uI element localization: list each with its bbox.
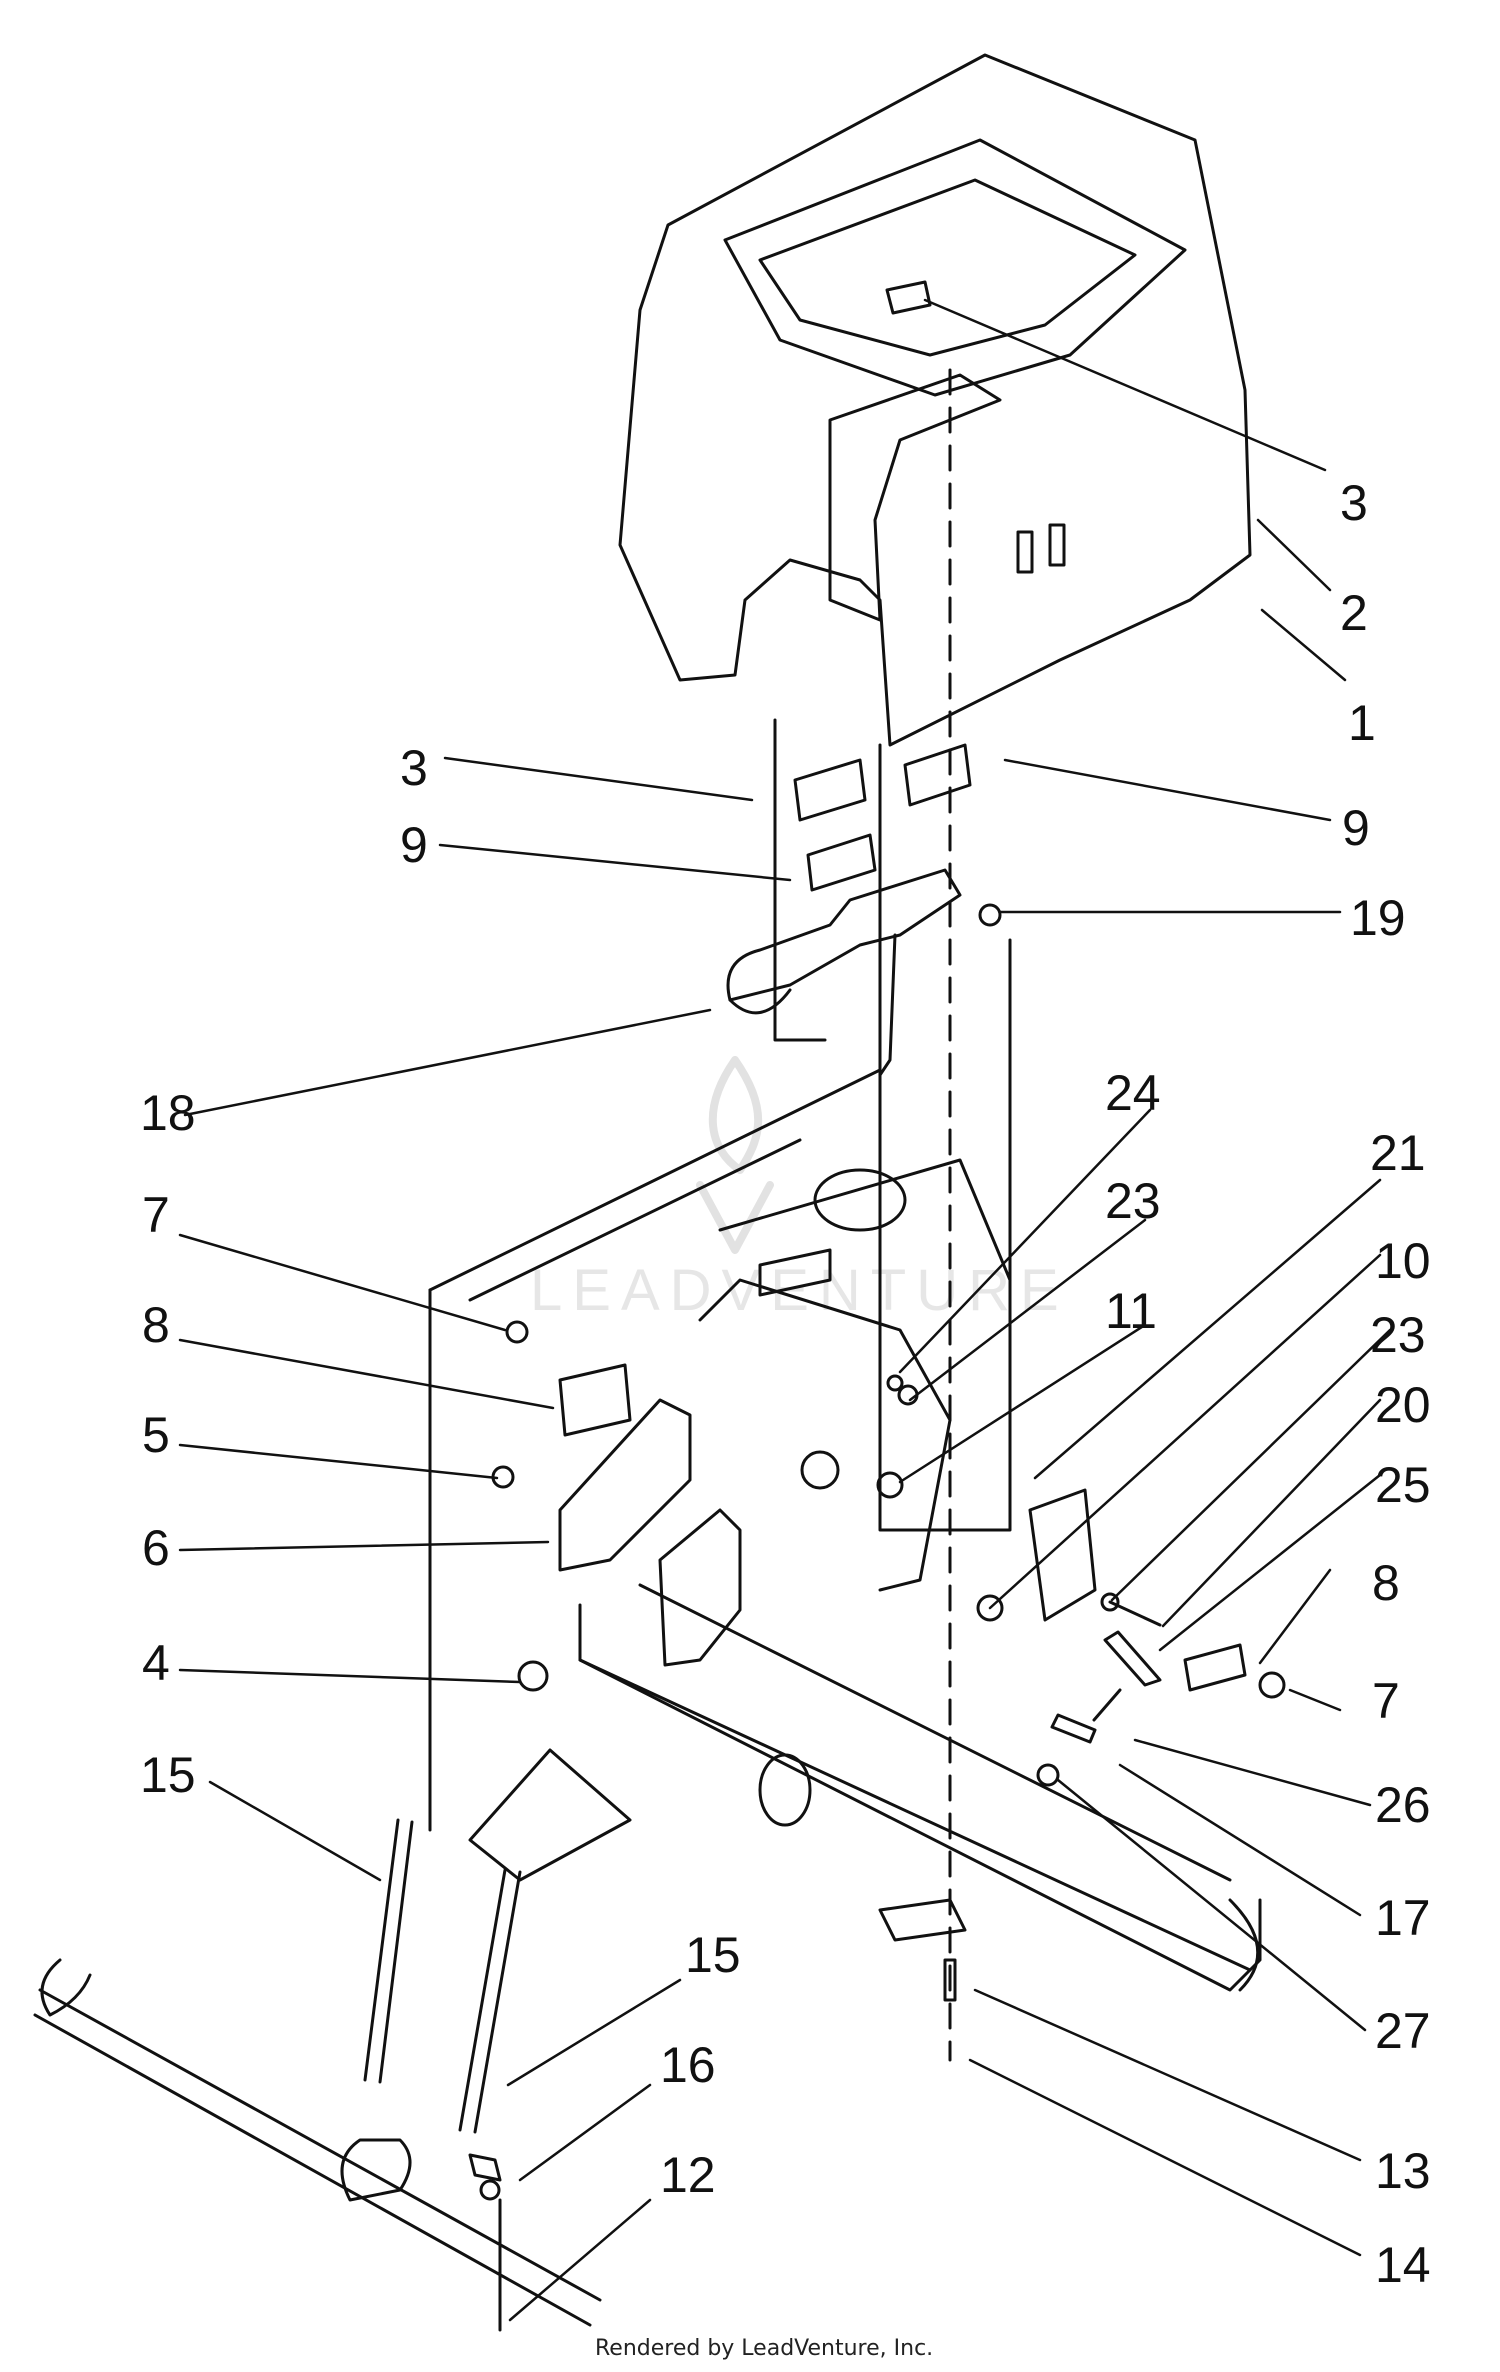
callout-23-lower: 23 <box>1370 1307 1426 1363</box>
callout-labels: 3 2 1 3 9 9 19 18 24 23 21 10 23 11 20 2… <box>140 475 1431 2293</box>
callout-18: 18 <box>140 1085 196 1141</box>
callout-9-left: 9 <box>400 817 428 873</box>
callout-26: 26 <box>1375 1777 1431 1833</box>
console-cover <box>618 53 1252 2062</box>
callout-10: 10 <box>1375 1233 1431 1289</box>
links-and-rod <box>33 1818 602 2327</box>
callout-14: 14 <box>1375 2237 1431 2293</box>
callout-21: 21 <box>1370 1125 1426 1181</box>
callout-1: 1 <box>1348 695 1376 751</box>
callout-2: 2 <box>1340 585 1368 641</box>
callout-20: 20 <box>1375 1377 1431 1433</box>
callout-4: 4 <box>142 1635 170 1691</box>
callout-7-left: 7 <box>142 1187 170 1243</box>
callout-6: 6 <box>142 1520 170 1576</box>
base-channel <box>468 1583 1262 1992</box>
brackets-3-9-lower <box>793 743 972 892</box>
bracket-3-top <box>885 280 932 315</box>
watermark-logo <box>696 1056 774 1254</box>
frame-panel <box>428 1068 1012 1832</box>
callout-3-top: 3 <box>1340 475 1368 531</box>
callout-24: 24 <box>1105 1065 1161 1121</box>
callout-15-left: 15 <box>140 1747 196 1803</box>
footer-credit: Rendered by LeadVenture, Inc. <box>595 2336 933 2361</box>
callout-11: 11 <box>1105 1283 1157 1339</box>
callout-23-upper: 23 <box>1105 1173 1161 1229</box>
leader-lines <box>178 298 1392 2322</box>
fasteners <box>479 1320 1286 2332</box>
callout-19: 19 <box>1350 890 1406 946</box>
callout-17: 17 <box>1375 1890 1431 1946</box>
callout-15-right: 15 <box>685 1927 741 1983</box>
callout-9-right: 9 <box>1342 800 1370 856</box>
callout-12: 12 <box>660 2147 716 2203</box>
callout-27: 27 <box>1375 2003 1431 2059</box>
callout-8-left: 8 <box>142 1297 170 1353</box>
callout-5: 5 <box>142 1407 170 1463</box>
callout-25: 25 <box>1375 1457 1431 1513</box>
callout-13: 13 <box>1375 2143 1431 2199</box>
callout-7-right: 7 <box>1372 1673 1400 1729</box>
callout-8-right: 8 <box>1372 1555 1400 1611</box>
callout-16: 16 <box>660 2037 716 2093</box>
control-handle <box>726 868 1002 1077</box>
callout-3-left: 3 <box>400 740 428 796</box>
watermark-text: LEADVENTURE <box>530 1258 1069 1323</box>
side-plates <box>558 1363 1247 1692</box>
